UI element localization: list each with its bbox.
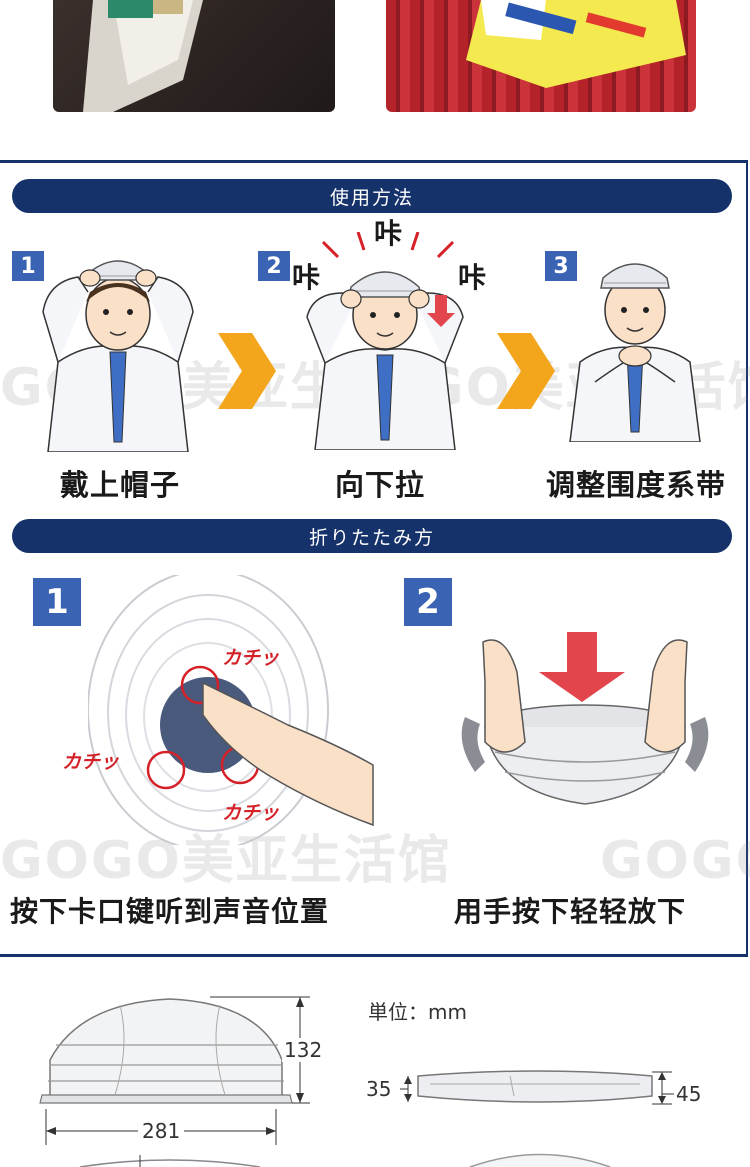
usage-step-2-caption: 向下拉	[334, 468, 425, 502]
folding-title: 折りたたみ方	[308, 526, 435, 549]
step-number: 2	[416, 582, 440, 622]
product-photo-drawer	[53, 0, 335, 112]
helmet-side-view-dimension-drawing	[39, 996, 310, 1167]
folding-step-1-caption: 按下卡口键听到声音位置	[10, 895, 330, 928]
usage-step-3-badge: 3	[545, 251, 577, 281]
sound-effect-right: 咔	[458, 261, 487, 294]
instructions-frame	[0, 160, 748, 957]
sound-effect-left: 咔	[292, 261, 321, 294]
folding-section-banner: 折りたたみ方	[12, 519, 732, 553]
folding-step-2-caption: 用手按下轻轻放下	[453, 895, 686, 928]
arrow-right-icon	[497, 333, 555, 409]
helmet-folded-dimension-drawing	[400, 1070, 674, 1167]
folding-step-2-badge: 2	[404, 578, 452, 626]
product-photo-box-on-cushion	[386, 0, 696, 112]
step-number: 2	[266, 253, 282, 279]
step-number: 3	[553, 253, 569, 279]
usage-title: 使用方法	[329, 186, 414, 209]
watermark-row-2: GOGO美亚生活馆	[0, 818, 452, 893]
click-burst-lines-icon	[321, 232, 455, 259]
watermark-row-2b: GOGO美亚生活馆	[600, 818, 750, 893]
usage-step-3-caption: 调整围度系带	[545, 468, 726, 502]
click-label-3: カチッ	[222, 802, 280, 824]
arrow-right-icon	[218, 333, 276, 409]
dimension-height-full: 132	[282, 1038, 325, 1062]
helmet-top-view-press-button-illustration	[88, 575, 374, 845]
usage-step-1-badge: 1	[12, 251, 44, 281]
man-adjusting-strap-illustration	[569, 263, 701, 442]
helmet-fold-down-hands-illustration	[461, 632, 709, 805]
sound-effect-top: 咔	[374, 217, 403, 250]
watermark-text: GOGO美亚生活馆	[0, 831, 452, 891]
usage-step-1-caption: 戴上帽子	[59, 468, 180, 502]
man-wearing-helmet-illustration	[42, 260, 194, 452]
dimension-width: 281	[138, 1119, 185, 1143]
click-label-1: カチッ	[222, 647, 280, 669]
man-pulling-helmet-down-illustration	[306, 271, 464, 450]
dimension-unit-label: 単位：mm	[368, 1000, 467, 1024]
usage-step-2-badge: 2	[258, 251, 290, 281]
dimension-folded-inner: 35	[366, 1077, 392, 1101]
click-label-2: カチッ	[62, 751, 120, 773]
dimension-folded-outer: 45	[676, 1082, 702, 1106]
usage-section-banner: 使用方法	[12, 179, 732, 213]
watermark-text: GOGO美亚生活馆	[600, 831, 750, 891]
folding-step-1-badge: 1	[33, 578, 81, 626]
step-number: 1	[20, 253, 36, 279]
step-number: 1	[45, 582, 69, 622]
